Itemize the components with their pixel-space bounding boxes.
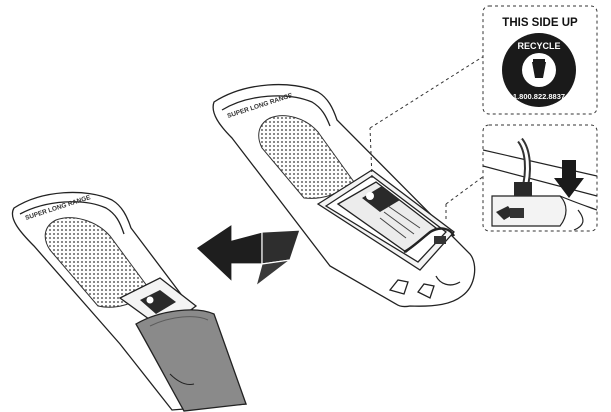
handset-right — [212, 84, 476, 308]
callout-connector-detail — [482, 124, 598, 232]
callout-this-side-up: THIS SIDE UP RECYCLE RBRC 1.800.822.8837 — [482, 5, 598, 115]
handset-left-lower-contour — [169, 373, 195, 385]
recycle-seal-top-text: RECYCLE — [517, 41, 560, 51]
this-side-up-label: THIS SIDE UP — [502, 17, 578, 29]
insert-arrow-icon — [554, 160, 584, 198]
recycle-seal-icon: RECYCLE RBRC 1.800.822.8837 — [502, 33, 576, 107]
battery-cover-edge — [149, 316, 209, 327]
battery-cover — [135, 309, 247, 412]
recycle-seal-phone-text: 1.800.822.8837 — [513, 92, 565, 101]
callout-leader-lines — [369, 55, 485, 220]
direction-arrow-icon — [195, 222, 301, 288]
recycle-seal-small-text: RBRC — [533, 53, 547, 58]
